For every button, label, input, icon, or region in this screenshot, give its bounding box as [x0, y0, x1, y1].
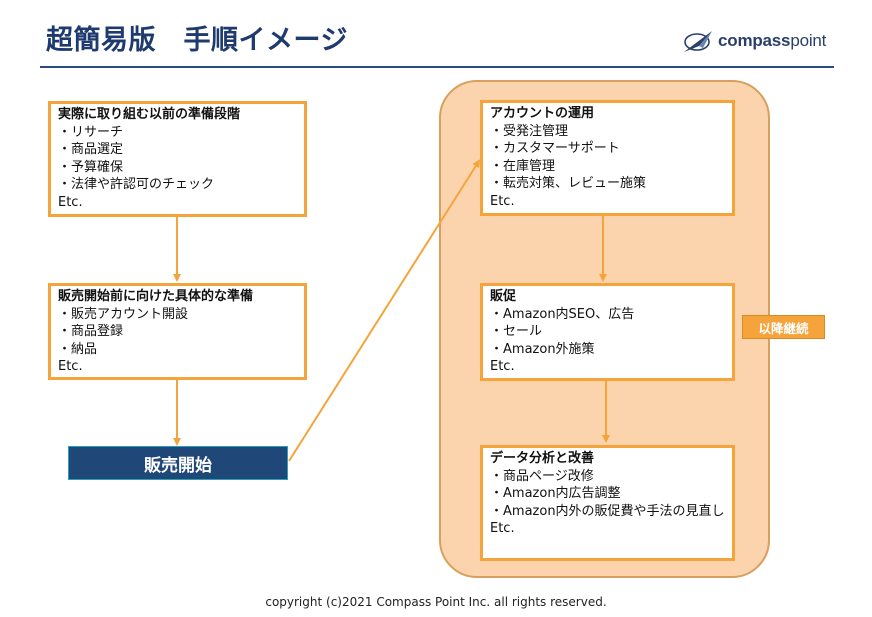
company-logo: compasspoint	[682, 24, 826, 58]
compass-arrow-icon	[684, 31, 712, 52]
continue-label: 以降継続	[742, 315, 825, 339]
arrow-start-to-operation	[288, 159, 481, 462]
logo-text-light: point	[790, 31, 827, 50]
step-etc: Etc.	[490, 193, 515, 209]
step-etc: Etc.	[58, 194, 83, 210]
list-item: Amazon外施策	[490, 341, 726, 359]
logo-text-bold: compass	[718, 31, 791, 50]
step-account-operation: アカウントの運用 受発注管理 カスタマーサポート 在庫管理 転売対策、レビュー施…	[480, 100, 735, 216]
logo-text: compasspoint	[718, 31, 826, 51]
list-item: 法律や許認可のチェック	[58, 176, 298, 194]
step-title: 販売開始前に向けた具体的な準備	[58, 289, 254, 304]
list-item: カスタマーサポート	[490, 140, 726, 158]
list-item: 転売対策、レビュー施策	[490, 175, 726, 193]
list-item: 商品登録	[58, 323, 298, 341]
step-etc: Etc.	[490, 359, 515, 374]
step-items: Amazon内SEO、広告 セール Amazon外施策	[490, 306, 726, 359]
step-preparation: 実際に取り組む以前の準備段階 リサーチ 商品選定 予算確保 法律や許認可のチェッ…	[48, 101, 307, 217]
list-item: Amazon内広告調整	[490, 485, 726, 503]
list-item: Amazon内SEO、広告	[490, 306, 726, 324]
sales-start-box: 販売開始	[68, 446, 288, 480]
step-title: 販促	[490, 289, 517, 304]
step-etc: Etc.	[58, 359, 83, 374]
step-title: データ分析と改善	[490, 451, 595, 466]
step-title: 実際に取り組む以前の準備段階	[58, 107, 241, 122]
step-data-analysis: データ分析と改善 商品ページ改修 Amazon内広告調整 Amazon内外の販促…	[480, 445, 735, 561]
list-item: 受発注管理	[490, 123, 726, 141]
step-etc: Etc.	[490, 521, 515, 536]
step-setup: 販売開始前に向けた具体的な準備 販売アカウント開設 商品登録 納品 Etc.	[48, 283, 307, 380]
list-item: 納品	[58, 341, 298, 359]
list-item: 商品ページ改修	[490, 468, 726, 486]
step-promotion: 販促 Amazon内SEO、広告 セール Amazon外施策 Etc.	[480, 283, 735, 381]
step-items: 商品ページ改修 Amazon内広告調整 Amazon内外の販促費や手法の見直し	[490, 468, 726, 521]
copyright-text: copyright (c)2021 Compass Point Inc. all…	[265, 595, 607, 609]
list-item: セール	[490, 323, 726, 341]
header-divider	[40, 66, 834, 68]
step-items: 受発注管理 カスタマーサポート 在庫管理 転売対策、レビュー施策	[490, 123, 726, 193]
list-item: 在庫管理	[490, 158, 726, 176]
step-title: アカウントの運用	[490, 106, 595, 121]
step-items: リサーチ 商品選定 予算確保 法律や許認可のチェック	[58, 124, 298, 194]
list-item: 商品選定	[58, 141, 298, 159]
list-item: 予算確保	[58, 159, 298, 177]
list-item: Amazon内外の販促費や手法の見直し	[490, 503, 726, 521]
list-item: 販売アカウント開設	[58, 306, 298, 324]
list-item: リサーチ	[58, 124, 298, 142]
step-items: 販売アカウント開設 商品登録 納品	[58, 306, 298, 359]
page-title: 超簡易版 手順イメージ	[46, 25, 348, 56]
